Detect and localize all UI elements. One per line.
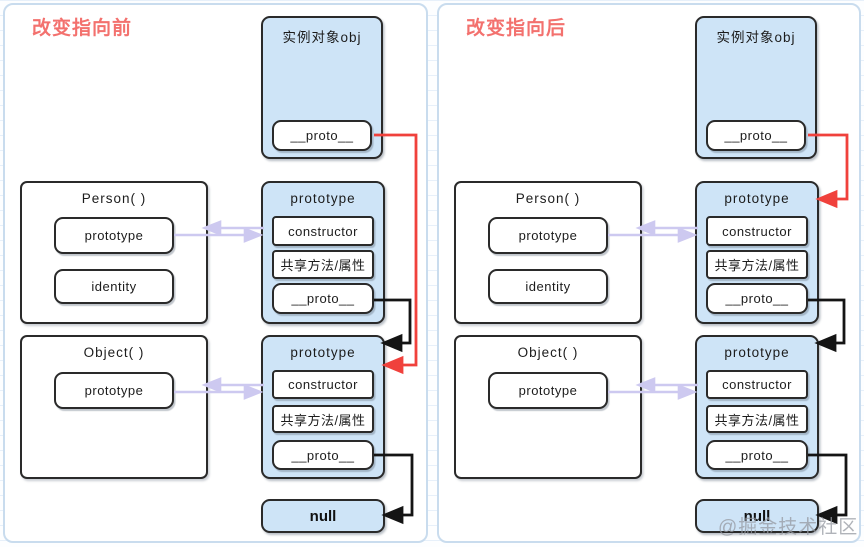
- object-prototype-object-title: prototype: [290, 345, 356, 360]
- panel-before-change: 改变指向前 实例对象obj __proto__ Person( ) protot…: [3, 3, 428, 543]
- object-proto-proto-field: __proto__: [272, 440, 374, 470]
- person-proto-proto-field: __proto__: [706, 283, 808, 314]
- person-prototype-object-title: prototype: [724, 191, 790, 206]
- panel-title: 改变指向前: [32, 18, 133, 39]
- instance-object-title: 实例对象obj: [282, 30, 362, 45]
- person-function-box: Person( ) prototype identity: [454, 181, 642, 324]
- object-function-title: Object( ): [517, 345, 579, 360]
- object-prototype-field: prototype: [488, 372, 608, 409]
- person-function-title: Person( ): [515, 191, 581, 206]
- object-function-box: Object( ) prototype: [20, 335, 208, 479]
- person-proto-shared-field: 共享方法/属性: [272, 250, 374, 279]
- person-prototype-object-title: prototype: [290, 191, 356, 206]
- object-proto-constructor-field: constructor: [706, 370, 808, 399]
- person-proto-shared-field: 共享方法/属性: [706, 250, 808, 279]
- person-prototype-field: prototype: [54, 217, 174, 254]
- person-prototype-object-box: prototype constructor 共享方法/属性 __proto__: [261, 181, 385, 324]
- object-proto-proto-field: __proto__: [706, 440, 808, 470]
- object-prototype-field: prototype: [54, 372, 174, 409]
- null-box: null: [261, 499, 385, 533]
- object-proto-shared-field: 共享方法/属性: [706, 405, 808, 433]
- instance-object-box: 实例对象obj __proto__: [261, 16, 383, 159]
- person-proto-constructor-field: constructor: [706, 216, 808, 246]
- instance-object-box: 实例对象obj __proto__: [695, 16, 817, 159]
- person-proto-proto-field: __proto__: [272, 283, 374, 314]
- person-function-box: Person( ) prototype identity: [20, 181, 208, 324]
- person-prototype-object-box: prototype constructor 共享方法/属性 __proto__: [695, 181, 819, 324]
- instance-proto-field: __proto__: [272, 120, 372, 151]
- person-identity-field: identity: [54, 269, 174, 304]
- object-proto-constructor-field: constructor: [272, 370, 374, 399]
- person-prototype-field: prototype: [488, 217, 608, 254]
- watermark: @掘金技术社区: [718, 517, 859, 538]
- object-prototype-object-box: prototype constructor 共享方法/属性 __proto__: [261, 335, 385, 479]
- instance-object-title: 实例对象obj: [716, 30, 796, 45]
- person-proto-constructor-field: constructor: [272, 216, 374, 246]
- object-function-title: Object( ): [83, 345, 145, 360]
- instance-proto-field: __proto__: [706, 120, 806, 151]
- object-prototype-object-box: prototype constructor 共享方法/属性 __proto__: [695, 335, 819, 479]
- object-function-box: Object( ) prototype: [454, 335, 642, 479]
- object-proto-shared-field: 共享方法/属性: [272, 405, 374, 433]
- person-identity-field: identity: [488, 269, 608, 304]
- panel-title: 改变指向后: [466, 18, 567, 39]
- person-function-title: Person( ): [81, 191, 147, 206]
- panel-after-change: 改变指向后 实例对象obj __proto__ Person( ) protot…: [437, 3, 861, 543]
- object-prototype-object-title: prototype: [724, 345, 790, 360]
